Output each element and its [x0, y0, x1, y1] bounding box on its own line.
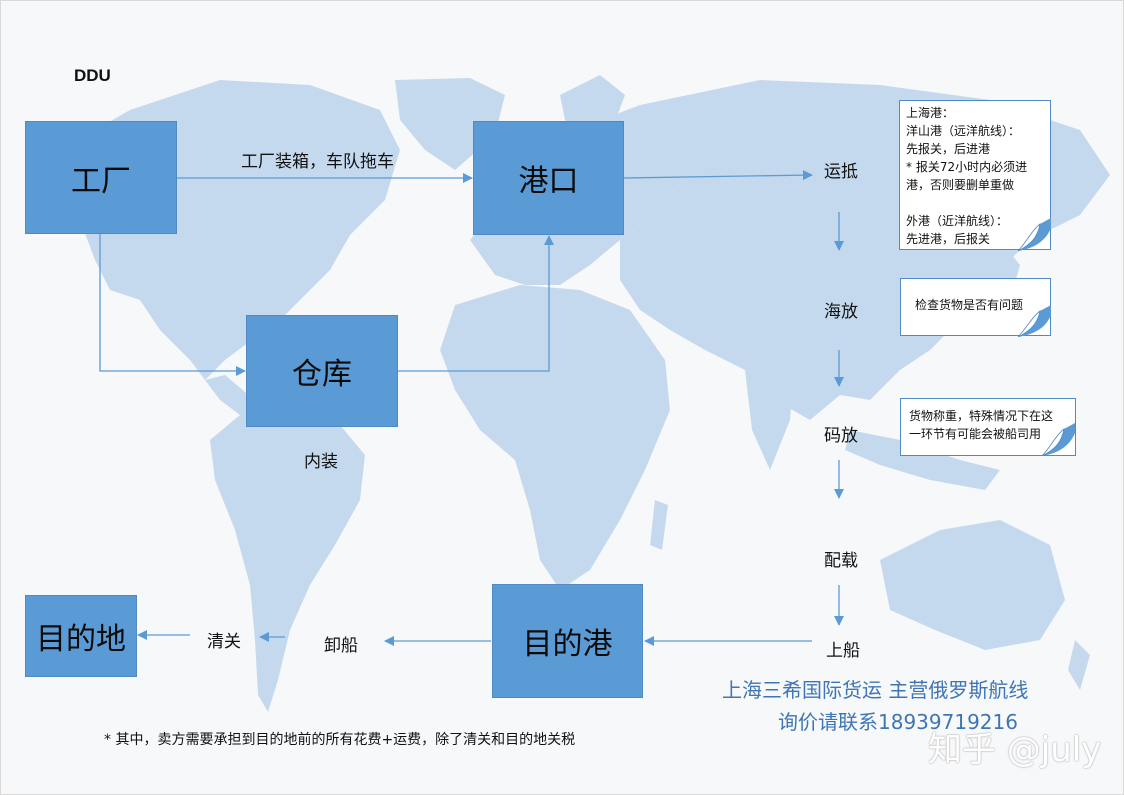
clearance-step: 清关	[207, 632, 241, 652]
factory-to-port-label: 工厂装箱，车队拖车	[241, 152, 394, 172]
factory-box: 工厂	[25, 121, 177, 234]
stowage-step: 配载	[824, 551, 858, 571]
inspect-note: 检查货物是否有问题	[900, 278, 1051, 336]
note-curl-icon	[1018, 218, 1051, 251]
flow-arrows	[99, 170, 844, 646]
destination-box: 目的地	[25, 595, 137, 677]
arrive-step: 运抵	[824, 162, 858, 182]
loading-step: 上船	[826, 641, 860, 661]
release-step: 海放	[824, 302, 858, 322]
note-curl-icon	[1042, 423, 1075, 456]
stack-step: 码放	[824, 426, 858, 446]
weigh-note: 货物称重，特殊情况下在这 一环节有可能会被船司用	[900, 398, 1076, 456]
destination-port-box: 目的港	[492, 584, 643, 698]
shanghai-port-note: 上海港： 洋山港（远洋航线）： 先报关，后进港 * 报关72小时内必须进 港，否…	[899, 100, 1051, 250]
promo-line-1: 上海三希国际货运 主营俄罗斯航线	[722, 678, 1029, 702]
unload-step: 卸船	[324, 636, 358, 656]
promo-line-2: 询价请联系18939719216	[778, 710, 1018, 734]
packing-label: 内装	[304, 452, 338, 472]
watermark: 知乎 @july	[928, 730, 1102, 770]
port-box: 港口	[473, 121, 624, 235]
note-curl-icon	[1018, 305, 1051, 337]
diagram-title: DDU	[74, 66, 111, 85]
footnote: * 其中，卖方需要承担到目的地前的所有花费+运费，除了清关和目的地关税	[104, 732, 576, 748]
warehouse-box: 仓库	[246, 315, 398, 427]
